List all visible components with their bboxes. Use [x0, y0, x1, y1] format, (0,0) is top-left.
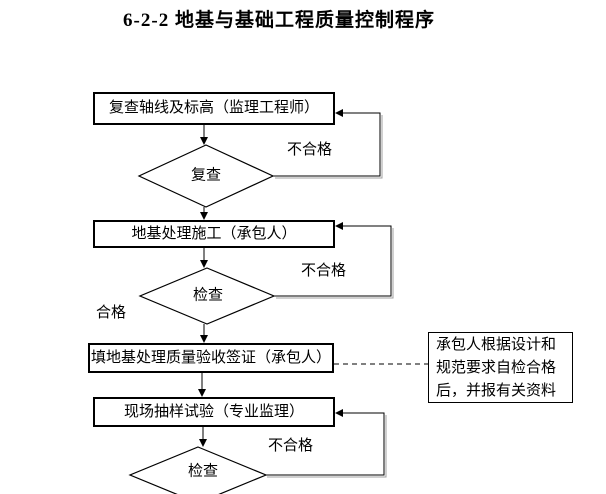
edge-label-pass: 合格 [96, 305, 127, 321]
arrowhead-into-box2 [200, 212, 208, 220]
arrowhead-into-box2-feedback [335, 222, 343, 230]
edge-label-fail-1: 不合格 [287, 142, 333, 158]
flow-box-site-sampling-test: 现场抽样试验（专业监理） [93, 397, 335, 427]
arrowhead-into-box4 [198, 389, 206, 397]
page-title: 6-2-2 地基与基础工程质量控制程序 [123, 10, 435, 31]
diamond-recheck-label: 复查 [190, 167, 222, 184]
flow-box-fill-acceptance-cert: 填地基处理质量验收签证（承包人） [88, 343, 334, 373]
arrowhead-into-box3 [200, 335, 208, 343]
diamond-check1-shape [138, 267, 276, 325]
diamond-check2-label: 检查 [187, 463, 219, 480]
edge-label-fail-2: 不合格 [301, 263, 347, 279]
side-note-line-1: 承包人根据设计和 [436, 337, 557, 353]
feedback3-line [266, 412, 385, 476]
feedback2-shadow [276, 228, 394, 299]
arrowhead-into-diamond3 [199, 439, 207, 447]
side-note-line-3: 后，并报有关资料 [436, 383, 557, 399]
flow-box-recheck-axis-elevation: 复查轴线及标高（监理工程师） [93, 92, 335, 125]
edge-label-fail-3: 不合格 [268, 438, 314, 454]
diamond-check2-shape [128, 446, 268, 494]
flow-box-foundation-treatment: 地基处理施工（承包人） [93, 220, 335, 248]
feedback2-line [274, 225, 392, 297]
feedback1-shadow [275, 115, 383, 179]
arrowhead-into-box4-feedback [335, 409, 343, 417]
arrowhead-into-diamond2 [200, 260, 208, 268]
side-note-box: 承包人根据设计和 规范要求自检合格 后，并报有关资料 [428, 332, 573, 403]
feedback1-line [273, 112, 381, 177]
feedback3-shadow [267, 415, 387, 478]
diamond-recheck-shape [137, 144, 275, 208]
arrowhead-into-diamond1 [200, 137, 208, 145]
side-note-line-2: 规范要求自检合格 [436, 360, 557, 376]
arrowhead-into-box1 [335, 109, 343, 117]
diamond-check1-label: 检查 [192, 287, 224, 304]
